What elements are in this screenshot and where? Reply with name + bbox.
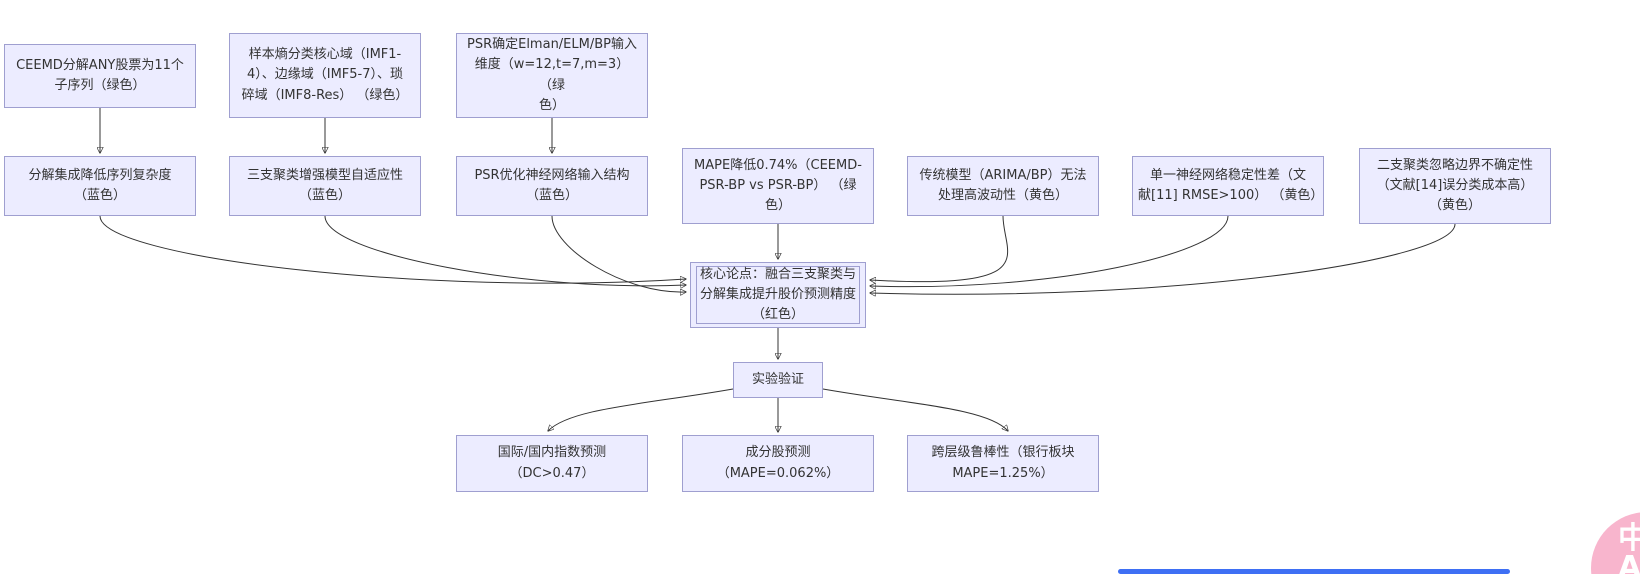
node-experiment-validation: 实验验证 bbox=[733, 362, 823, 398]
node-sample-entropy: 样本熵分类核心域（IMF1- 4）、边缘域（IMF5-7）、琐 碎域（IMF8-… bbox=[229, 33, 421, 118]
edge-psropt-to-core bbox=[551, 215, 686, 292]
edge-threeway-to-core bbox=[324, 215, 686, 286]
edge-decomp-to-core bbox=[99, 215, 686, 284]
node-core-thesis-label: 核心论点：融合三支聚类与 分解集成提升股价预测精度 （红色） bbox=[696, 266, 860, 324]
node-two-way-clustering: 二支聚类忽略边界不确定性 （文献[14]误分类成本高） （黄色） bbox=[1359, 148, 1551, 224]
edge-traditional-to-core bbox=[870, 215, 1009, 282]
node-cross-level-robustness: 跨层级鲁棒性（银行板块 MAPE=1.25%） bbox=[907, 435, 1099, 492]
node-traditional-model: 传统模型（ARIMA/BP）无法 处理高波动性（黄色） bbox=[907, 156, 1099, 216]
node-ceemd-decompose: CEEMD分解ANY股票为11个 子序列（绿色） bbox=[4, 44, 196, 108]
node-index-prediction: 国际/国内指数预测 （DC>0.47） bbox=[456, 435, 648, 492]
node-single-nn: 单一神经网络稳定性差（文 献[11] RMSE>100） （黄色） bbox=[1132, 156, 1324, 216]
node-psr-input-dim: PSR确定Elman/ELM/BP输入 维度（w=12,t=7,m=3） （绿 … bbox=[456, 33, 648, 118]
edge-singlenn-to-core bbox=[870, 215, 1229, 287]
node-constituent-prediction: 成分股预测 （MAPE=0.062%） bbox=[682, 435, 874, 492]
horizontal-scrollbar-thumb[interactable] bbox=[1118, 569, 1510, 574]
node-mape-improvement: MAPE降低0.74%（CEEMD- PSR-BP vs PSR-BP） （绿 … bbox=[682, 148, 874, 224]
node-core-thesis: 核心论点：融合三支聚类与 分解集成提升股价预测精度 （红色） bbox=[690, 262, 866, 328]
edge-experiment-to-index bbox=[548, 388, 734, 431]
node-psr-optimize: PSR优化神经网络输入结构 （蓝色） bbox=[456, 156, 648, 216]
translate-badge-label: 中A bbox=[1618, 521, 1640, 574]
edge-experiment-to-robustness bbox=[822, 388, 1008, 431]
node-three-way-clustering: 三支聚类增强模型自适应性 （蓝色） bbox=[229, 156, 421, 216]
translate-badge[interactable]: 中A bbox=[1591, 512, 1640, 574]
edge-twoway-to-core bbox=[870, 223, 1456, 294]
node-decomp-ensemble: 分解集成降低序列复杂度 （蓝色） bbox=[4, 156, 196, 216]
